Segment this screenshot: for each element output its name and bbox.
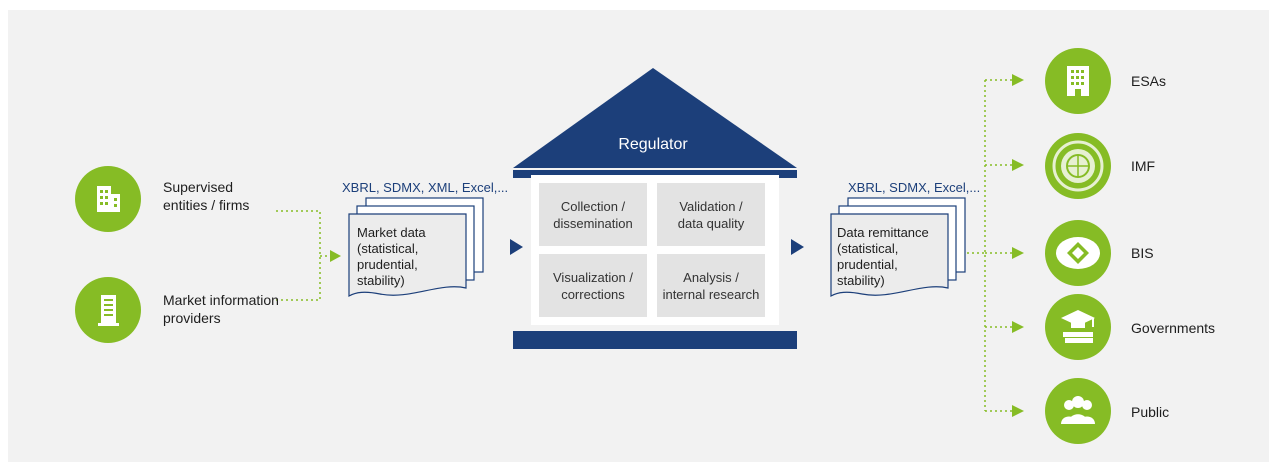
regulator-roof <box>513 68 797 168</box>
recipient-arrow-public <box>1012 405 1024 417</box>
visualization-box: Visualization /corrections <box>539 254 647 317</box>
office-building-icon <box>1067 66 1089 96</box>
public-circle <box>1045 378 1111 444</box>
market-info-providers-label: Market information providers <box>163 292 279 326</box>
flow-arrow-to-regulator <box>510 239 523 255</box>
building-icon <box>98 295 119 326</box>
recipient-arrow-governments <box>1012 321 1024 333</box>
collection-box: Collection /dissemination <box>539 183 647 246</box>
market-info-providers-circle <box>75 277 141 343</box>
recipient-label-imf: IMF <box>1131 158 1156 174</box>
regulator-base <box>513 331 797 349</box>
imf-seal-icon <box>1052 140 1104 192</box>
source-arrow-head <box>330 250 341 262</box>
flow-arrow-from-regulator <box>791 239 804 255</box>
governments-circle <box>1045 294 1111 360</box>
bis-logo-icon <box>1056 237 1100 269</box>
analysis-box: Analysis /internal research <box>657 254 765 317</box>
source-connector <box>276 210 321 301</box>
supervised-entities-circle <box>75 166 141 232</box>
data-remittance-document <box>830 197 966 298</box>
regulator-roof-beam <box>513 170 797 178</box>
market-data-document <box>348 197 484 298</box>
supervised-entities-label: Supervised entities / firms <box>163 179 250 213</box>
recipient-label-esas: ESAs <box>1131 73 1167 89</box>
market-data-text: Market data (statistical, prudential, st… <box>357 225 426 288</box>
recipient-label-bis: BIS <box>1131 245 1154 261</box>
imf-circle <box>1045 133 1111 199</box>
people-group-icon <box>1061 396 1095 424</box>
validation-box: Validation /data quality <box>657 183 765 246</box>
regulator-title: Regulator <box>618 136 688 153</box>
data-remittance-text: Data remittance (statistical, prudential… <box>837 225 929 288</box>
recipient-label-governments: Governments <box>1131 320 1216 336</box>
esas-circle <box>1045 48 1111 114</box>
office-building-icon <box>97 186 120 212</box>
output-formats: XBRL, SDMX, Excel,... <box>848 180 981 195</box>
bis-circle <box>1045 220 1111 286</box>
recipient-arrow-bis <box>1012 247 1024 259</box>
input-formats: XBRL, SDMX, XML, Excel,... <box>342 180 509 195</box>
recipient-arrow-imf <box>1012 159 1024 171</box>
recipient-label-public: Public <box>1131 404 1170 420</box>
recipient-arrow-esas <box>1012 74 1024 86</box>
graduation-cap-books-icon <box>1061 310 1095 343</box>
